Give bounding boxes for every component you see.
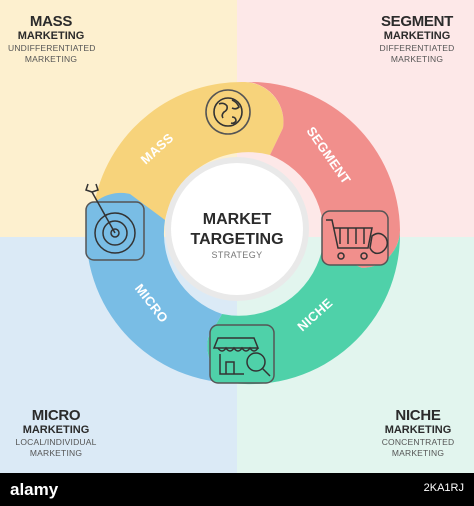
footer-brand: alamy [10, 480, 59, 499]
globe-icon [205, 89, 251, 135]
footer-bar: alamy 2KA1RJ [0, 473, 474, 506]
corner-micro-subtitle: MARKETING [22, 424, 90, 436]
center-subtitle: STRATEGY [211, 250, 262, 260]
target-dart-icon [85, 183, 145, 261]
corner-mass-desc: UNDIFFERENTIATED MARKETING [8, 43, 96, 64]
corner-segment-title: SEGMENT [380, 13, 454, 30]
corner-mass-title: MASS [29, 13, 73, 30]
corner-micro: MICRO MARKETING LOCAL/INDIVIDUAL MARKETI… [8, 408, 104, 459]
center-title-line2: TARGETING [190, 231, 283, 248]
corner-segment-subtitle: MARKETING [383, 30, 451, 42]
corner-mass: MASS MARKETING UNDIFFERENTIATED MARKETIN… [8, 13, 96, 65]
center-circle [171, 163, 303, 295]
corner-niche: NICHE MARKETING CONCENTRATED MARKETING [372, 408, 464, 459]
corner-segment: SEGMENT MARKETING DIFFERENTIATED MARKETI… [368, 14, 466, 65]
shopping-cart-icon [321, 210, 389, 266]
center-title-line1: MARKET [203, 211, 272, 228]
corner-niche-subtitle: MARKETING [384, 424, 452, 436]
corner-niche-title: NICHE [395, 407, 441, 424]
corner-segment-desc: DIFFERENTIATED MARKETING [379, 43, 455, 64]
market-targeting-diagram: MARKET TARGETING STRATEGY MASS SEGMENT N… [85, 81, 401, 385]
corner-niche-desc: CONCENTRATED MARKETING [381, 437, 455, 458]
corner-mass-subtitle: MARKETING [17, 30, 85, 42]
corner-micro-desc: LOCAL/INDIVIDUAL MARKETING [15, 437, 97, 458]
store-search-icon [209, 324, 275, 384]
corner-micro-title: MICRO [31, 407, 81, 424]
footer-code: 2KA1RJ [423, 482, 464, 494]
